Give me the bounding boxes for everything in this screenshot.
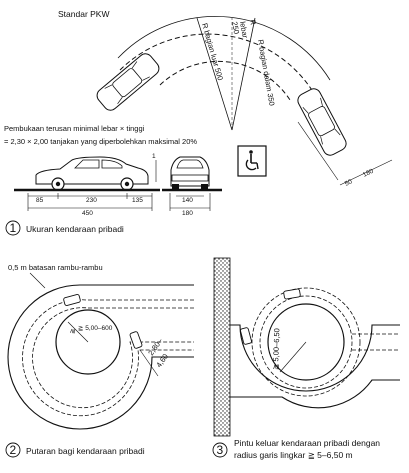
wheelchair-icon: [245, 150, 259, 171]
fig3-radius-line: [279, 341, 307, 373]
car-rear-icon: [170, 156, 210, 189]
dim-line-right-car: [339, 159, 393, 186]
rear-dimensions: 140 180: [169, 193, 211, 217]
fig3-road-outer-edge-bottom: [230, 379, 400, 409]
fig2-radius-label: ≧ 5,00–600: [78, 325, 113, 332]
side-dimensions: 85 230 135 450: [27, 193, 153, 217]
caption-1-number: 1: [10, 221, 17, 235]
caption-2-text: Putaran bagi kendaraan pribadi: [26, 446, 145, 456]
radius-outer-label: R bagian luar 500: [200, 22, 225, 81]
fig3-lane-dash-1: [251, 287, 361, 397]
caption-3-number: 3: [217, 443, 224, 457]
fig2-car-top: [63, 294, 81, 306]
radius-250-label: 250: [230, 21, 241, 35]
car-side-icon: [35, 156, 149, 191]
fig3-wall: [213, 257, 231, 437]
figure-3: ≧ 5,00–6,50 3 Pintu keluar kendaraan pri…: [212, 257, 400, 460]
car-top-icon-right: [297, 88, 347, 156]
height-marker-label: 1: [152, 153, 156, 160]
fig2-road-outer-edge: [7, 284, 194, 430]
dim-135: 135: [132, 197, 143, 204]
right-car-guide-line: [297, 121, 339, 181]
radius-line-outer: [196, 17, 233, 131]
dim-85: 85: [36, 197, 44, 204]
dim-450: 450: [82, 210, 93, 217]
fig2-width-b: 4,60: [154, 352, 170, 369]
fig1-title: Standar PKW: [58, 9, 110, 19]
figure-2: 0,5 m batasan rambu-rambu ≧ ≧ 5,00–600 2…: [5, 263, 194, 458]
dim-140: 140: [182, 197, 193, 204]
fig2-width-line: [139, 349, 159, 377]
fig2-car-side: [129, 331, 143, 349]
fig2-radius-line: [67, 321, 89, 343]
wheelchair-sign: [237, 145, 267, 177]
dim-230: 230: [86, 197, 97, 204]
radius-inner-label: R bagian dalam 350: [256, 39, 277, 107]
fig2-lane-dash-1: [22, 299, 194, 417]
caption-3-line2: radius garis lingkar ≧ 5–6,50 m: [234, 450, 353, 460]
dim-180: 180: [182, 210, 193, 217]
caption-2-badge: [5, 442, 21, 458]
fig2-radius-ge: ≧: [69, 328, 77, 334]
fig3-car-top: [283, 288, 301, 300]
radius-line-inner: [231, 17, 256, 131]
fig2-lane-dash-2: [32, 307, 194, 409]
fig3-radius-label: ≧ 5,00–6,50: [271, 328, 281, 370]
car-top-icon-left: [96, 53, 160, 111]
caption-3-badge: [212, 442, 228, 458]
fig2-top-label: 0,5 m batasan rambu-rambu: [8, 263, 103, 272]
fig3-lane-dash-2: [259, 295, 353, 389]
fig1-note-line2: = 2,30 × 2,00 tanjakan yang diperbolehka…: [4, 137, 197, 146]
radius-width-label: lebar: [238, 21, 250, 39]
figure-1: Standar PKW R bagian luar 500 250 lebar …: [4, 9, 393, 236]
outer-boundary-arc: [117, 16, 331, 81]
caption-3-line1: Pintu keluar kendaraan pribadi dengan: [234, 438, 380, 448]
caption-2-number: 2: [10, 443, 17, 457]
outer-turning-arc: [119, 33, 316, 96]
dim-180-diag: 180: [362, 168, 375, 179]
fig1-note-line1: Pembukaan terusan minimal lebar × tinggi: [4, 124, 145, 133]
fig2-label-leader: [29, 272, 46, 289]
caption-1-badge: [5, 220, 21, 236]
dim-50: 50: [344, 178, 354, 188]
fig3-car-left: [240, 327, 252, 345]
caption-1-text: Ukuran kendaraan pribadi: [26, 224, 124, 234]
inner-turning-arc: [159, 60, 291, 101]
radius-r-label: R: [248, 19, 258, 26]
